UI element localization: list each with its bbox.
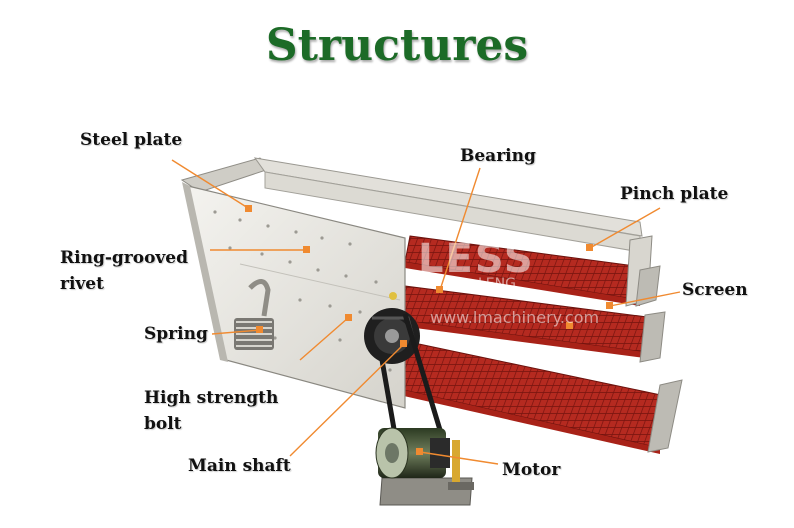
callout-lines [171, 159, 681, 465]
label-ring-grooved-rivet-1: Ring-grooved [60, 248, 188, 268]
watermark-subbrand: LENG [478, 276, 516, 292]
watermark-brand: LESS [418, 236, 535, 282]
label-high-strength-bolt-1: High strength [144, 388, 279, 408]
steel-plate-shape [180, 157, 643, 237]
label-screen: Screen [682, 280, 748, 300]
motor-shape [375, 427, 474, 506]
diagram-title: Structures [265, 20, 529, 71]
label-high-strength-bolt-2: bolt [144, 414, 182, 434]
label-motor: Motor [502, 460, 561, 480]
label-main-shaft: Main shaft [188, 456, 291, 476]
label-spring: Spring [144, 324, 208, 344]
callout-markers [245, 205, 613, 455]
label-pinch-plate: Pinch plate [620, 184, 729, 204]
watermark-url: www.lmachinery.com [430, 308, 600, 327]
label-bearing: Bearing [460, 146, 536, 166]
side-frame-plate [182, 182, 406, 409]
spring-shape [234, 279, 274, 350]
label-steel-plate: Steel plate [80, 130, 183, 150]
pinch-plate-shape [625, 235, 683, 453]
label-ring-grooved-rivet-2: rivet [60, 274, 104, 294]
